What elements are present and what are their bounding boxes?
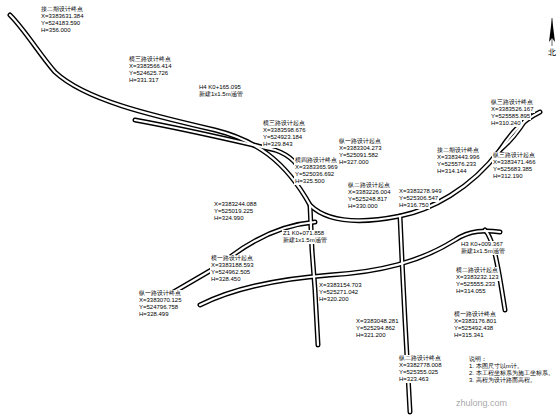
callout-text: Y=525492.438 — [453, 325, 494, 332]
callout-text: 横一路设计终点 — [453, 311, 497, 318]
callout-text: 3. 高程为设计路面高程。 — [468, 377, 537, 384]
callout-text: X=3383232.123 — [455, 274, 500, 281]
callout-text: H=316.750 — [398, 202, 430, 209]
callout-text: H3 K0+009.367 — [460, 241, 504, 248]
callout-text: Y=524796.758 — [138, 304, 179, 311]
callout-text: H=328.450 — [210, 276, 242, 283]
callout-text: 纵二路设计起点 — [347, 182, 391, 189]
callout-text: Y=524962.505 — [210, 269, 251, 276]
callout-text: H=312.190 — [492, 173, 524, 180]
callout-text: H=331.317 — [128, 77, 160, 84]
callout-text: Y=524923.184 — [262, 134, 303, 141]
callout-text: X=3383278.949 — [398, 188, 443, 195]
callout-text: H=324.990 — [213, 215, 245, 222]
callout-text: X=3383566.414 — [128, 63, 173, 70]
callout-text: X=3383176.801 — [453, 318, 498, 325]
callout-text: 纵三路设计终点 — [490, 99, 534, 106]
callout-text: 新建1x1.5m涵管 — [460, 248, 506, 255]
callout-text: Z1 K0+071.858 — [282, 230, 325, 237]
callout-text: 横二路设计起点 — [455, 267, 499, 274]
callout-text: X=3383471.466 — [492, 159, 537, 166]
callout-text: Y=525271.042 — [318, 289, 359, 296]
callout-text: X=3383631.384 — [40, 13, 85, 20]
callout-text: Y=525294.862 — [355, 325, 396, 332]
callout-text: X=3383598.676 — [262, 127, 307, 134]
callout-text: H=329.843 — [262, 141, 294, 148]
callout-text: 接二期设计终点 — [40, 6, 84, 13]
callout-text: Y=525036.692 — [294, 171, 335, 178]
callout-text: X=3383244.088 — [213, 201, 258, 208]
callout-text: Y=525555.233 — [455, 281, 496, 288]
callout-text: Y=525355.025 — [398, 369, 439, 376]
callout-text: X=3383526.167 — [490, 106, 535, 113]
callout-text: 新建1x1.5m涵管 — [282, 237, 328, 244]
callout-text: H=320.200 — [318, 296, 350, 303]
callout-text: 新建1x1.5m涵管 — [198, 91, 244, 98]
north-arrow — [549, 18, 555, 46]
callout-text: 纵二路设计终点 — [398, 355, 442, 362]
callout-text: 纵一路设计起点 — [338, 138, 382, 145]
callout-text: H=315.341 — [453, 332, 485, 339]
callout-text: X=3382778.008 — [398, 362, 443, 369]
callout-text: Y=524625.726 — [128, 70, 169, 77]
callout-text: Y=525306.547 — [398, 195, 439, 202]
callout-text: 横四路设计终点 — [294, 157, 338, 164]
callout-text: Y=525019.225 — [213, 208, 254, 215]
callout-text: X=3383048.281 — [355, 318, 400, 325]
callout-text: H=314.144 — [436, 168, 468, 175]
callout-text: H=310.240 — [490, 120, 522, 127]
callout-text: X=3383070.125 — [138, 297, 183, 304]
callout-text: H4 K0+165.095 — [198, 84, 242, 91]
callout-text: 纵一路设计终点 — [138, 290, 182, 297]
watermark: zhulong.com — [455, 400, 508, 407]
callout-text: H=323.463 — [398, 376, 430, 383]
callout-text: H=327.000 — [338, 159, 370, 166]
callout-text: 横三路设计终点 — [128, 56, 172, 63]
callout-text: H=314.055 — [455, 288, 487, 295]
callout-text: H=321.200 — [355, 332, 387, 339]
callout-text: X=3383226.004 — [347, 189, 392, 196]
callout-text: H=356.000 — [40, 27, 72, 34]
callout-text: X=3383188.593 — [210, 262, 255, 269]
callout-text: H=328.499 — [138, 311, 170, 318]
callout-text: 1. 本图尺寸以m计。 — [468, 363, 524, 370]
callout-text: Y=525576.233 — [436, 161, 477, 168]
callout-text: H=330.000 — [347, 203, 379, 210]
road-outline — [10, 15, 540, 412]
callout-text: Y=525585.895 — [490, 113, 531, 120]
callout-text: 接二期设计终点 — [436, 147, 480, 154]
callout-text: 纵三路设计起点 — [492, 152, 536, 159]
callout-text: Y=525683.385 — [492, 166, 533, 173]
callout-text: 2. 本工程坐标系为施工坐标系。 — [468, 370, 555, 377]
callout-text: 说明： — [468, 356, 488, 363]
callout-text: Y=524183.590 — [40, 20, 81, 27]
callout-text: H=325.500 — [294, 178, 326, 185]
road-centre — [10, 15, 540, 412]
callout-text: Y=525091.582 — [338, 152, 379, 159]
callout-text: 横一路设计起点 — [210, 255, 254, 262]
callout-text: 横三路设计起点 — [262, 120, 306, 127]
callout-text: X=3383365.969 — [294, 164, 339, 171]
callout-text: X=3383443.996 — [436, 154, 481, 161]
callout-text: X=3383154.703 — [318, 282, 363, 289]
callout-text: X=3383304.273 — [338, 145, 383, 152]
north-label: 北 — [547, 48, 557, 57]
callout-text: Y=525248.817 — [347, 196, 388, 203]
